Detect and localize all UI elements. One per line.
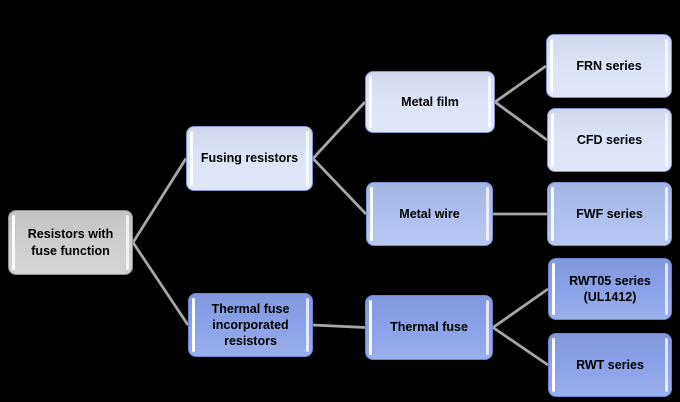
node-label: FRN series	[576, 58, 642, 73]
node-cfd-series: CFD series	[547, 108, 672, 172]
node-thermal-fuse: Thermal fuse	[365, 295, 493, 360]
node-metal-film: Metal film	[365, 71, 495, 133]
node-label: RWT05 series (UL1412)	[569, 273, 651, 304]
node-metal-wire: Metal wire	[366, 182, 493, 246]
node-frn-series: FRN series	[546, 34, 672, 98]
node-label: FWF series	[576, 206, 643, 221]
node-label: Metal wire	[399, 206, 460, 221]
connector-thermal-fuse-rwt05	[492, 287, 549, 329]
node-label: Thermal fuse incorporated resistors	[211, 301, 290, 349]
connector-metal-film-frn	[494, 64, 547, 104]
node-label: Thermal fuse	[390, 320, 468, 335]
connector-thermal-inc-thermal-fuse	[312, 323, 366, 329]
connector-fusing-metal-wire	[311, 157, 368, 215]
node-label: Metal film	[401, 94, 459, 109]
node-fwf-series: FWF series	[547, 182, 672, 246]
connector-fusing-metal-film	[311, 101, 367, 160]
connector-root-thermal-inc	[131, 241, 190, 326]
node-fusing-resistors: Fusing resistors	[186, 126, 313, 191]
node-label: Fusing resistors	[200, 151, 299, 166]
connector-root-fusing	[131, 157, 188, 244]
node-rwt-series: RWT series	[548, 333, 672, 397]
node-rwt05-series-ul1412: RWT05 series (UL1412)	[548, 258, 672, 320]
node-label: RWT series	[576, 357, 644, 372]
node-thermal-fuse-incorporated-resistors: Thermal fuse incorporated resistors	[188, 293, 313, 357]
node-label: CFD series	[576, 132, 643, 147]
connector-thermal-fuse-rwt	[492, 326, 549, 367]
node-label: Resistors with fuse function	[27, 227, 114, 258]
node-resistors-with-fuse-function: Resistors with fuse function	[8, 210, 133, 275]
connector-metal-film-cfd	[494, 100, 548, 142]
